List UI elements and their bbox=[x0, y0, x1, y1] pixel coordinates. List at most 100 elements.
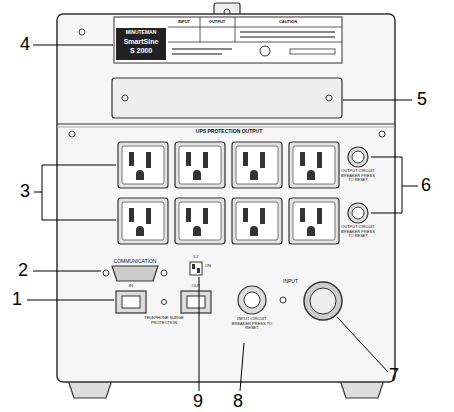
breaker-label: INPUT CIRCUIT BREAKER PRESS TO RESET bbox=[230, 317, 274, 331]
outlet-ground bbox=[193, 170, 201, 180]
panel-heading: UPS PROTECTION OUTPUT bbox=[196, 129, 262, 135]
breaker-label: OUTPUT CIRCUIT BREAKER PRESS TO RESET bbox=[338, 225, 378, 239]
breaker-button bbox=[244, 292, 260, 308]
outlet-ground bbox=[136, 226, 144, 236]
table-rule bbox=[200, 17, 201, 42]
outlet-slot bbox=[260, 208, 265, 224]
outlet-ground bbox=[250, 226, 258, 236]
screw bbox=[161, 270, 167, 276]
outlet-slot bbox=[129, 208, 134, 222]
outlet-slot bbox=[243, 208, 248, 222]
outlet-ground bbox=[250, 170, 258, 180]
outlet-face bbox=[293, 146, 335, 184]
callout-number: 1 bbox=[12, 289, 22, 310]
outlet-slot bbox=[317, 152, 322, 168]
outlet-slot bbox=[129, 152, 134, 166]
outlet-face bbox=[179, 146, 221, 184]
screw bbox=[79, 29, 85, 35]
breaker-button bbox=[352, 151, 364, 163]
outlet bbox=[232, 142, 282, 188]
screw bbox=[379, 131, 385, 137]
jack-group-label: TELEPHONE SURGE PROTECTION bbox=[139, 316, 189, 325]
jack-opening bbox=[122, 296, 140, 308]
bracket bbox=[34, 165, 116, 220]
input-socket bbox=[304, 282, 342, 320]
outlet-slot bbox=[260, 152, 265, 168]
panel-seam bbox=[57, 127, 395, 128]
outlet-face bbox=[122, 146, 164, 184]
cover-plate bbox=[112, 78, 342, 118]
outlet-face bbox=[293, 202, 335, 240]
phone-jack bbox=[116, 291, 146, 313]
rating-label bbox=[114, 17, 342, 63]
leader-line bbox=[33, 271, 101, 272]
leader-line bbox=[343, 100, 412, 101]
outlet-slot bbox=[146, 152, 151, 168]
fine-print bbox=[172, 53, 222, 55]
cert-mark bbox=[260, 46, 270, 56]
breaker bbox=[348, 147, 368, 167]
callout-number: 2 bbox=[18, 260, 28, 281]
outlet-ground bbox=[136, 170, 144, 180]
breaker-label: OUTPUT CIRCUIT BREAKER PRESS TO RESET bbox=[338, 169, 378, 183]
outlet bbox=[175, 142, 225, 188]
outlet-ground bbox=[193, 226, 201, 236]
phone-jack bbox=[181, 291, 211, 313]
jack-label: IN bbox=[129, 284, 133, 289]
outlet-slot bbox=[186, 152, 191, 166]
outlet-slot bbox=[203, 208, 208, 224]
table-header: OUTPUT bbox=[209, 20, 225, 25]
serial-box bbox=[290, 49, 335, 54]
leader-line bbox=[240, 343, 244, 391]
fine-print bbox=[172, 48, 232, 50]
outlet-slot bbox=[243, 152, 248, 166]
callout-number: 6 bbox=[421, 175, 431, 196]
leader-lines bbox=[27, 45, 418, 391]
table-header: INPUT bbox=[178, 20, 190, 25]
outlet-slot bbox=[300, 208, 305, 222]
outlet-slot bbox=[186, 208, 191, 222]
dip-toggle bbox=[197, 268, 200, 273]
jack-label: OUT bbox=[192, 284, 200, 289]
outlet-face bbox=[122, 202, 164, 240]
fine-print bbox=[240, 36, 335, 38]
outlet bbox=[118, 142, 168, 188]
switch-label: ON bbox=[205, 264, 211, 269]
fine-print bbox=[240, 31, 335, 33]
outlet-group bbox=[118, 142, 339, 244]
model-text: S 2000 bbox=[130, 47, 152, 55]
bracket bbox=[371, 157, 418, 213]
jack-opening bbox=[187, 296, 205, 308]
table-rule bbox=[168, 42, 342, 43]
brand-text: MINUTEMAN bbox=[126, 30, 157, 36]
outlet-ground bbox=[307, 226, 315, 236]
leader-line bbox=[199, 277, 200, 391]
screw bbox=[162, 300, 167, 305]
leader-line bbox=[27, 300, 114, 301]
screw bbox=[122, 95, 128, 101]
leader-line bbox=[337, 317, 388, 372]
callout-number: 4 bbox=[20, 34, 30, 55]
panel-seam bbox=[57, 123, 395, 124]
dip-switch bbox=[190, 262, 202, 275]
outlet bbox=[232, 198, 282, 244]
outlet bbox=[289, 142, 339, 188]
outlet-slot bbox=[203, 152, 208, 168]
outlet-slot bbox=[317, 208, 322, 224]
breaker bbox=[348, 203, 368, 223]
screw bbox=[103, 270, 109, 276]
input-socket-inner bbox=[310, 288, 336, 314]
socket-label: INPUT bbox=[283, 279, 298, 285]
outlet bbox=[289, 198, 339, 244]
callout-number: 7 bbox=[389, 365, 399, 386]
db9-port bbox=[112, 266, 158, 281]
callout-number: 9 bbox=[193, 391, 203, 412]
table-rule bbox=[168, 27, 342, 28]
table-rule bbox=[235, 17, 236, 42]
outlet-face bbox=[236, 146, 278, 184]
port-label: COMMUNICATION bbox=[114, 259, 157, 265]
callout-number: 8 bbox=[233, 391, 243, 412]
outlet-slot bbox=[300, 152, 305, 166]
screw bbox=[280, 297, 286, 303]
screw bbox=[69, 131, 75, 137]
